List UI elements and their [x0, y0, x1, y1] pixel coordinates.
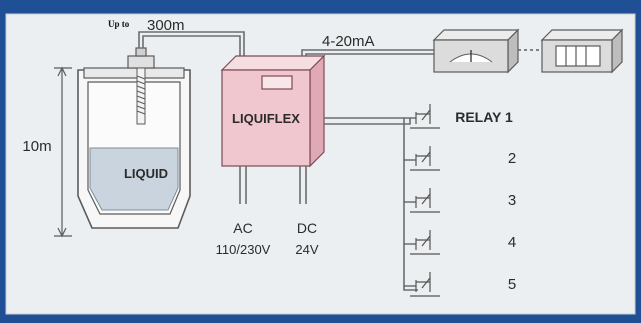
digital-display	[540, 28, 624, 74]
tank: LIQUID	[77, 67, 191, 229]
height-dimension: 10m	[22, 66, 72, 238]
relay-label-3: 3	[508, 192, 516, 209]
tank-height-label: 10m	[22, 138, 51, 155]
ac-label: AC	[233, 220, 252, 236]
relay-label-2: 2	[508, 150, 516, 167]
relay-contact-4	[404, 230, 440, 255]
analog-meter	[432, 28, 520, 74]
relay-contact-2	[404, 146, 440, 171]
relay-label-4: 4	[508, 234, 516, 251]
device-label: LIQUIFLEX	[232, 111, 300, 126]
power-leads	[239, 166, 307, 204]
relay-label-1: RELAY 1	[455, 109, 513, 125]
dc-voltage-label: 24V	[295, 242, 318, 257]
liquid-fill	[89, 147, 179, 211]
level-sensor	[127, 47, 155, 125]
dc-label: DC	[297, 220, 317, 236]
cable-prefix-label: Up to	[108, 19, 130, 29]
device-display	[261, 75, 293, 90]
relay-contact-3	[404, 188, 440, 213]
liquiflex-unit: LIQUIFLEX	[220, 54, 326, 168]
ac-voltage-label: 110/230V	[216, 242, 271, 257]
signal-label: 4-20mA	[322, 33, 375, 50]
relay-contacts	[404, 104, 440, 297]
sensor-cable	[138, 31, 245, 68]
cable-length-label: 300m	[147, 17, 185, 34]
relay-bus	[324, 117, 418, 291]
relay-contact-5	[404, 272, 440, 297]
relay-contact-1	[404, 104, 440, 129]
liquid-label: LIQUID	[124, 166, 168, 181]
relay-label-5: 5	[508, 276, 516, 293]
